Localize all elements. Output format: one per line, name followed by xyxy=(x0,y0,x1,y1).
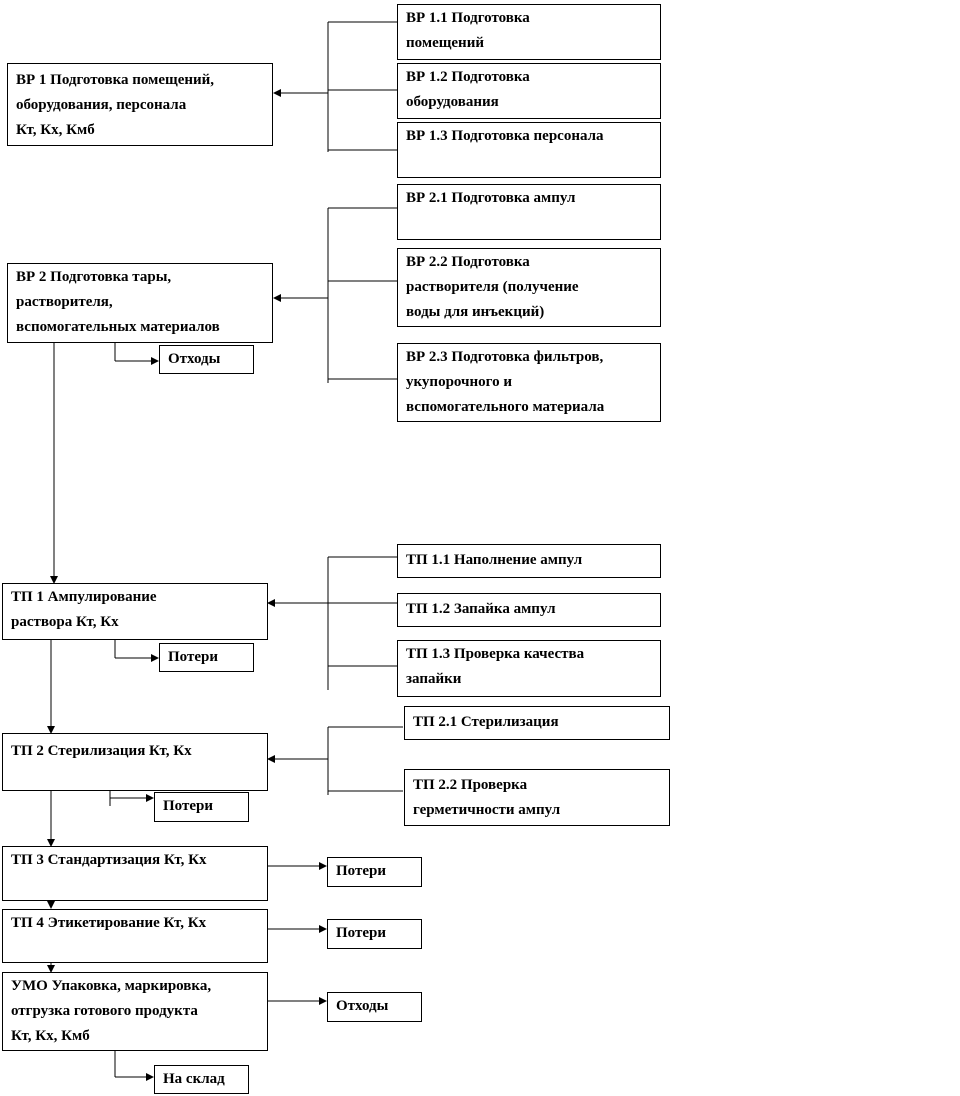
tp1-3-box: ТП 1.3 Проверка качества запайки xyxy=(397,640,661,697)
tp2-loss-label: Потери xyxy=(163,798,213,814)
tp1-1-line-1: ТП 1.1 Наполнение ампул xyxy=(406,552,583,568)
umo-waste-box: Отходы xyxy=(327,992,422,1022)
vr2-3-line-1: ВР 2.3 Подготовка фильтров, xyxy=(406,349,604,365)
tp2-box: ТП 2 Стерилизация Кт, Кх xyxy=(2,733,268,791)
tp1-2-line-1: ТП 1.2 Запайка ампул xyxy=(406,601,556,617)
vr2-2-line-2: растворителя (получение xyxy=(406,279,579,295)
umo-line-3: Кт, Кх, Кмб xyxy=(11,1028,90,1044)
vr1-box: ВР 1 Подготовка помещений, оборудования,… xyxy=(7,63,273,146)
tp1-loss-label: Потери xyxy=(168,649,218,665)
vr2-waste-label: Отходы xyxy=(168,351,221,367)
tp3-box: ТП 3 Стандартизация Кт, Кх xyxy=(2,846,268,901)
tp4-loss-box: Потери xyxy=(327,919,422,949)
tp1-line-1: ТП 1 Ампулирование xyxy=(11,589,157,605)
umo-store-box: На склад xyxy=(154,1065,249,1094)
umo-line-2: отгрузка готового продукта xyxy=(11,1003,198,1019)
umo-waste-label: Отходы xyxy=(336,998,389,1014)
tp1-3-line-2: запайки xyxy=(406,671,462,687)
tp2-loss-box: Потери xyxy=(154,792,249,822)
vr2-line-2: растворителя, xyxy=(16,294,113,310)
tp2-2-box: ТП 2.2 Проверка герметичности ампул xyxy=(404,769,670,826)
vr2-3-box: ВР 2.3 Подготовка фильтров, укупорочного… xyxy=(397,343,661,422)
umo-line-1: УМО Упаковка, маркировка, xyxy=(11,978,212,994)
vr1-line-2: оборудования, персонала xyxy=(16,97,187,113)
vr1-1-line-1: ВР 1.1 Подготовка xyxy=(406,10,530,26)
vr1-line-1: ВР 1 Подготовка помещений, xyxy=(16,72,215,88)
tp3-loss-label: Потери xyxy=(336,863,386,879)
vr2-waste-box: Отходы xyxy=(159,345,254,374)
tp1-3-line-1: ТП 1.3 Проверка качества xyxy=(406,646,585,662)
vr2-1-box: ВР 2.1 Подготовка ампул xyxy=(397,184,661,240)
umo-box: УМО Упаковка, маркировка, отгрузка готов… xyxy=(2,972,268,1051)
tp4-loss-label: Потери xyxy=(336,925,386,941)
vr1-2-line-1: ВР 1.2 Подготовка xyxy=(406,69,530,85)
vr1-line-3: Кт, Кх, Кмб xyxy=(16,122,95,138)
tp1-2-box: ТП 1.2 Запайка ампул xyxy=(397,593,661,627)
tp2-2-line-2: герметичности ампул xyxy=(413,802,561,818)
tp2-1-line-1: ТП 2.1 Стерилизация xyxy=(413,714,559,730)
tp4-line-1: ТП 4 Этикетирование Кт, Кх xyxy=(11,915,207,931)
vr2-3-line-3: вспомогательного материала xyxy=(406,399,605,415)
vr1-3-box: ВР 1.3 Подготовка персонала xyxy=(397,122,661,178)
vr1-3-line-1: ВР 1.3 Подготовка персонала xyxy=(406,128,604,144)
tp4-box: ТП 4 Этикетирование Кт, Кх xyxy=(2,909,268,963)
vr1-1-line-2: помещений xyxy=(406,35,484,51)
tp2-1-box: ТП 2.1 Стерилизация xyxy=(404,706,670,740)
vr2-3-line-2: укупорочного и xyxy=(406,374,512,390)
umo-store-label: На склад xyxy=(163,1071,225,1087)
tp1-line-2: раствора Кт, Кх xyxy=(11,614,119,630)
vr2-line-1: ВР 2 Подготовка тары, xyxy=(16,269,172,285)
tp3-loss-box: Потери xyxy=(327,857,422,887)
tp1-loss-box: Потери xyxy=(159,643,254,672)
vr2-2-line-1: ВР 2.2 Подготовка xyxy=(406,254,530,270)
tp2-2-line-1: ТП 2.2 Проверка xyxy=(413,777,528,793)
vr2-box: ВР 2 Подготовка тары, растворителя, вспо… xyxy=(7,263,273,343)
vr1-2-box: ВР 1.2 Подготовка оборудования xyxy=(397,63,661,119)
tp3-line-1: ТП 3 Стандартизация Кт, Кх xyxy=(11,852,207,868)
vr1-1-box: ВР 1.1 Подготовка помещений xyxy=(397,4,661,60)
tp1-box: ТП 1 Ампулирование раствора Кт, Кх xyxy=(2,583,268,640)
vr2-2-box: ВР 2.2 Подготовка растворителя (получени… xyxy=(397,248,661,327)
vr2-1-line-1: ВР 2.1 Подготовка ампул xyxy=(406,190,576,206)
vr2-line-3: вспомогательных материалов xyxy=(16,319,220,335)
tp1-1-box: ТП 1.1 Наполнение ампул xyxy=(397,544,661,578)
vr1-2-line-2: оборудования xyxy=(406,94,499,110)
tp2-line-1: ТП 2 Стерилизация Кт, Кх xyxy=(11,743,192,759)
vr2-2-line-3: воды для инъекций) xyxy=(406,304,545,320)
